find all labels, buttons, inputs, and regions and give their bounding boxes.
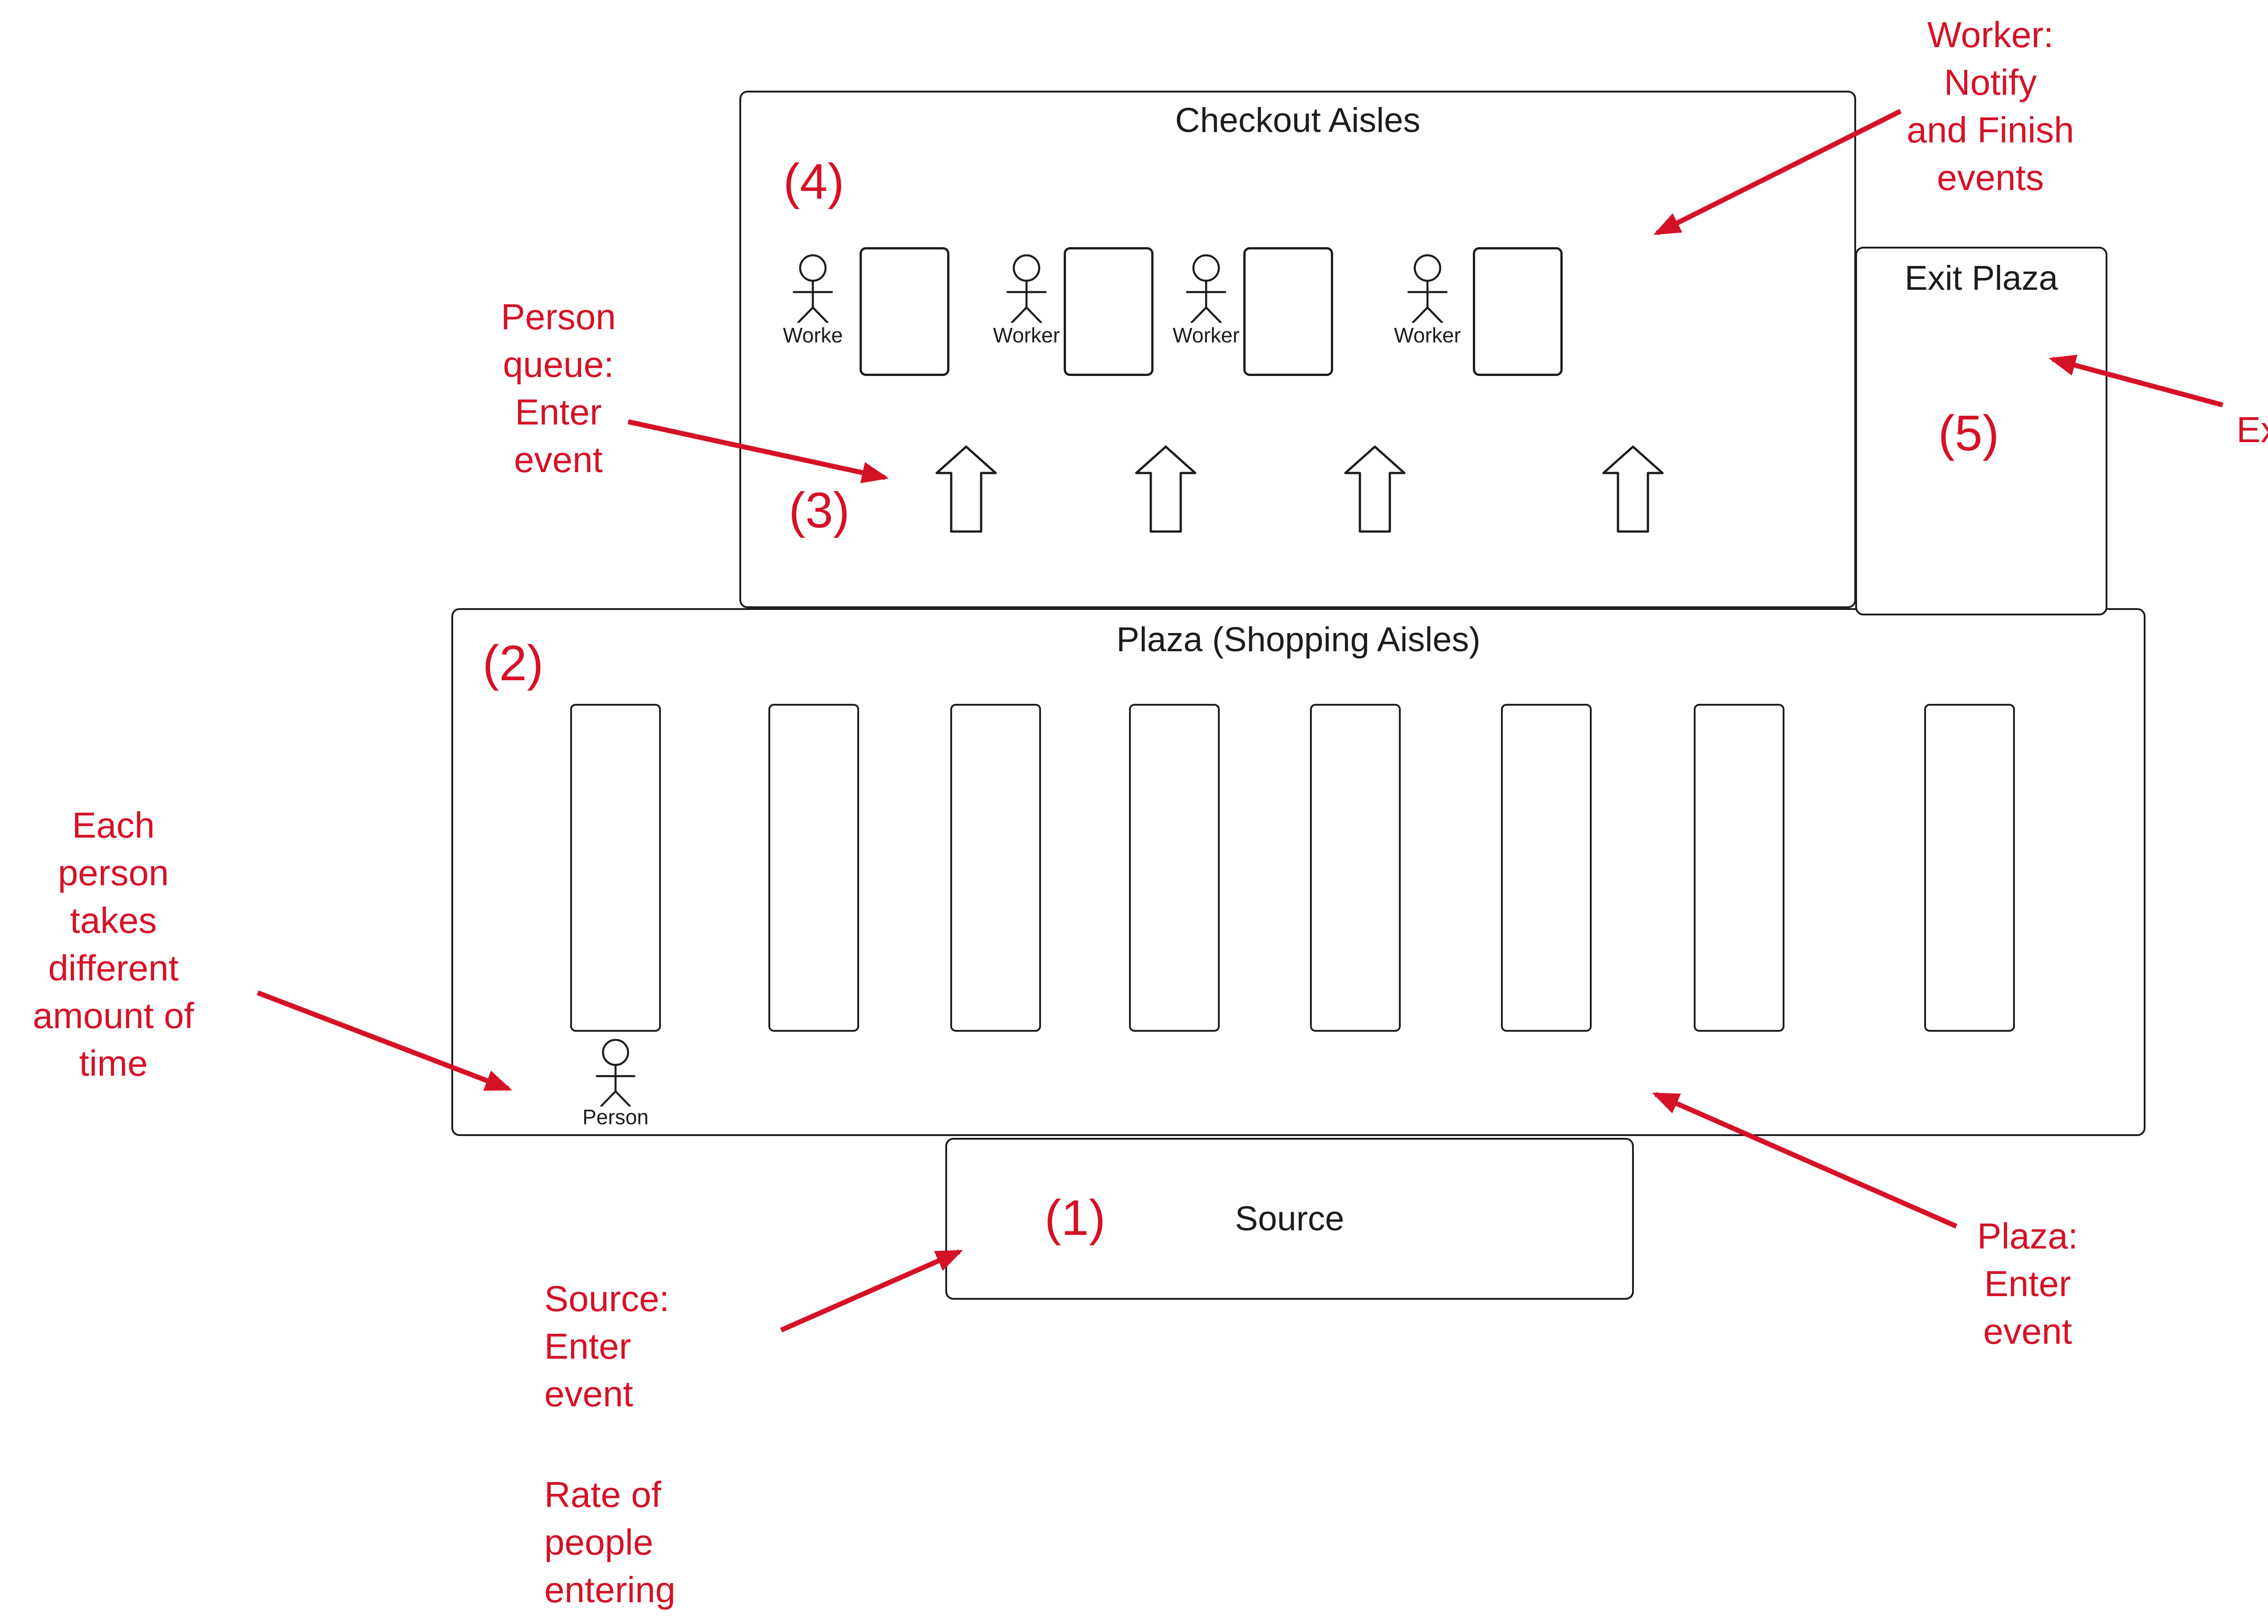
worker-label: Worker [993,323,1060,347]
worker-actor-icon [1186,254,1227,323]
worker-label: Worke [782,323,843,347]
step-4-label: (4) [783,154,845,210]
exit-enter-note: Exit: Enter event [2236,410,2268,450]
person-actor-icon [595,1039,636,1107]
checkout-counter [1473,247,1563,376]
shopping-aisle [768,704,859,1032]
checkout-counter [1064,247,1154,376]
checkout-counter [1243,247,1333,376]
worker-actor-icon [792,254,833,323]
queue-up-arrow-icon [1602,444,1664,534]
worker-actor-icon [1407,254,1448,323]
person-queue-note: Person queue: Enter event [501,297,616,480]
shopping-aisle [570,704,661,1032]
step-2-label: (2) [482,635,544,691]
worker-actor-icon [1006,254,1047,323]
queue-up-arrow-icon [1344,444,1406,534]
step-5-label: (5) [1938,405,1999,461]
worker-label: Worker [1394,323,1461,347]
step-1-label: (1) [1044,1190,1106,1246]
exit-plaza-box: Exit Plaza [1855,247,2107,615]
plaza-enter-note: Plaza: Enter event [1977,1216,2078,1351]
queue-up-arrow-icon [935,444,997,534]
source-enter-note: Source: Enter event [544,1278,670,1414]
source-enter-arrow [780,1249,963,1333]
shopping-aisle [1129,704,1220,1032]
person-label: Person [582,1105,649,1129]
shopping-aisle [950,704,1041,1032]
shopping-aisle [1924,704,2015,1032]
step-3-label: (3) [788,483,850,538]
shopping-aisle [1310,704,1401,1032]
shopping-aisle [1501,704,1592,1032]
worker-events-note: Worker: Notify and Finish events [1906,15,2074,198]
exit-plaza-title: Exit Plaza [1905,259,2058,297]
rate-note: Rate of people entering [544,1474,676,1610]
checkout-counter [860,247,949,376]
queue-up-arrow-icon [1135,444,1197,534]
source-box: Source [945,1138,1634,1300]
each-person-note: Each person takes different amount of ti… [33,805,194,1083]
checkout-title: Checkout Aisles [1175,101,1421,140]
worker-label: Worker [1173,323,1240,347]
plaza-title: Plaza (Shopping Aisles) [1116,620,1481,659]
plaza-box: Plaza (Shopping Aisles) [451,608,2146,1136]
source-title: Source [1235,1199,1344,1238]
shopping-aisle [1694,704,1784,1032]
